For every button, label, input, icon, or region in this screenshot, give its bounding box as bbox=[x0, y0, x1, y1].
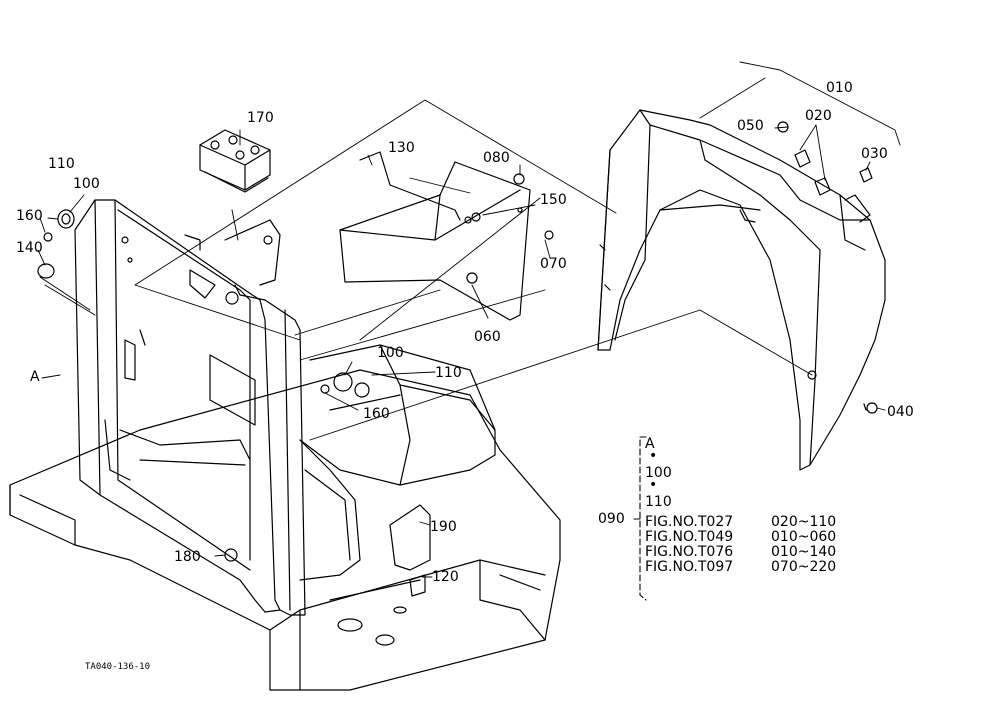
label-100-center: 100 bbox=[377, 345, 404, 361]
legend-figure-row: FIG.NO.T027 020~110 bbox=[645, 513, 875, 530]
label-030: 030 bbox=[861, 146, 888, 162]
left-side-panel-drawing bbox=[74, 199, 361, 616]
legend-bracket bbox=[632, 436, 647, 601]
reference-legend: A • 100 • 110 FIG.NO.T027 020~110 FIG.NO.… bbox=[645, 436, 875, 576]
drawing-code: TA040-136-10 bbox=[85, 662, 151, 672]
label-120: 120 bbox=[432, 569, 459, 585]
legend-fig-range: 010~060 bbox=[771, 528, 837, 545]
label-150: 150 bbox=[540, 192, 567, 208]
label-160-center: 160 bbox=[363, 406, 390, 422]
legend-fig-range: 020~110 bbox=[771, 513, 837, 530]
legend-figure-row: FIG.NO.T097 070~220 bbox=[645, 559, 875, 576]
label-040: 040 bbox=[887, 404, 914, 420]
leader-lines bbox=[37, 61, 901, 578]
legend-fig-name: FIG.NO.T049 bbox=[645, 528, 734, 545]
legend-fig-range: 010~140 bbox=[771, 543, 837, 560]
label-110-center: 110 bbox=[435, 365, 462, 381]
legend-ref-110: 110 bbox=[645, 494, 672, 511]
label-110-left: 110 bbox=[48, 156, 75, 172]
label-170: 170 bbox=[247, 110, 274, 126]
label-180: 180 bbox=[174, 549, 201, 565]
legend-ref-A: A bbox=[645, 436, 655, 452]
label-190: 190 bbox=[430, 519, 457, 535]
legend-dot-2: • bbox=[649, 477, 658, 494]
top-cover-drawing bbox=[199, 129, 271, 193]
label-020: 020 bbox=[805, 108, 832, 124]
base-frame-drawing bbox=[9, 344, 561, 691]
legend-ref-100: 100 bbox=[645, 465, 672, 482]
label-130: 130 bbox=[388, 140, 415, 156]
label-010: 010 bbox=[826, 80, 853, 96]
legend-figure-row: FIG.NO.T076 010~140 bbox=[645, 543, 875, 560]
legend-fig-name: FIG.NO.T076 bbox=[645, 543, 734, 560]
label-060: 060 bbox=[474, 329, 501, 345]
label-160-left: 160 bbox=[16, 208, 43, 224]
label-140: 140 bbox=[16, 240, 43, 256]
label-080: 080 bbox=[483, 150, 510, 166]
fender-drawing bbox=[597, 109, 886, 471]
legend-fig-name: FIG.NO.T097 bbox=[645, 559, 734, 576]
label-100-left: 100 bbox=[73, 176, 100, 192]
legend-figure-row: FIG.NO.T049 010~060 bbox=[645, 528, 875, 545]
label-050: 050 bbox=[737, 118, 764, 134]
legend-fig-name: FIG.NO.T027 bbox=[645, 513, 734, 530]
label-070: 070 bbox=[540, 256, 567, 272]
legend-dot-1: • bbox=[649, 448, 658, 465]
label-A: A bbox=[30, 369, 40, 385]
center-plate-drawing bbox=[339, 151, 531, 321]
legend-fig-range: 070~220 bbox=[771, 559, 837, 576]
label-090: 090 bbox=[598, 511, 625, 527]
